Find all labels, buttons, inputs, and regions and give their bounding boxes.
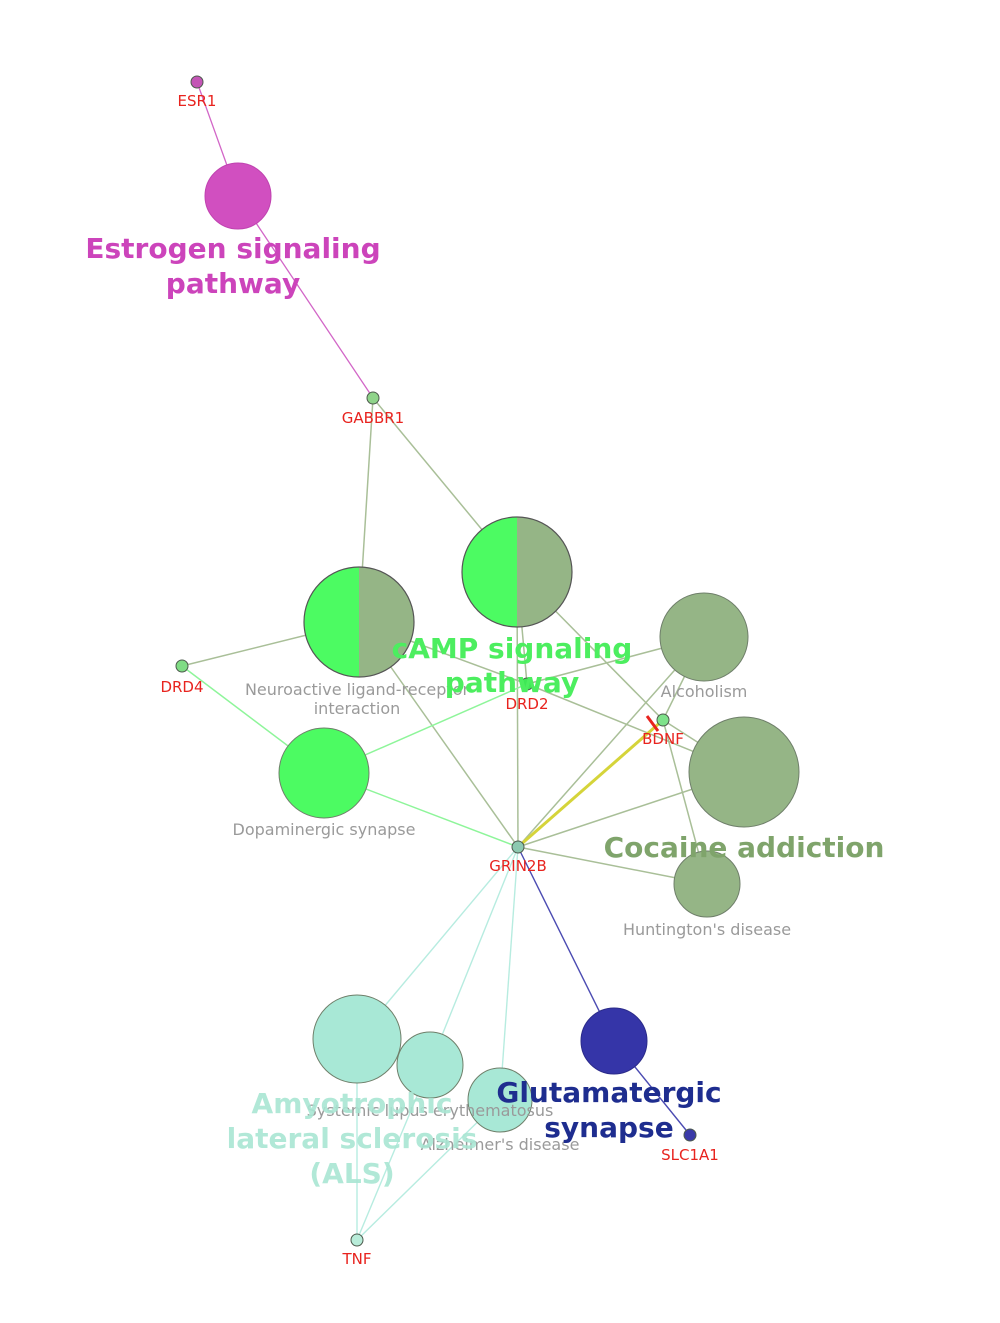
gene-label-slc1a1: SLC1A1 [661, 1146, 719, 1164]
gene-label-drd4: DRD4 [160, 678, 203, 696]
nodes-layer [175, 75, 800, 1247]
group-label-cocaine: Cocaine addiction [604, 831, 885, 864]
term-node-estrogen[interactable] [204, 162, 272, 230]
term-node-circle [673, 850, 741, 918]
term-node-circle [396, 1031, 464, 1099]
term-node-huntington[interactable] [673, 850, 741, 918]
gene-node-drd2[interactable] [520, 677, 534, 691]
gene-label-grin2b: GRIN2B [489, 857, 547, 875]
gene-label-drd2: DRD2 [505, 695, 548, 713]
term-node-neuroactive[interactable] [303, 566, 415, 678]
term-node-sle[interactable] [396, 1031, 464, 1099]
edge-alcoholism-grin2b [517, 636, 705, 848]
term-node-dopaminergic[interactable] [278, 727, 370, 819]
term-node-glutamatergic[interactable] [580, 1007, 648, 1075]
gene-node-drd4[interactable] [175, 659, 189, 673]
term-node-circle [278, 727, 370, 819]
term-node-als[interactable] [312, 994, 402, 1084]
term-node-circle [659, 592, 749, 682]
term-node-circle [580, 1007, 648, 1075]
edge-grin2b-glutamatergic [517, 846, 615, 1042]
edge-grin2b-sle [429, 846, 519, 1066]
gene-node-bdnf[interactable] [656, 713, 670, 727]
term-node-right-half [359, 567, 414, 677]
gene-label-tnf: TNF [341, 1250, 371, 1268]
term-node-alcoholism[interactable] [659, 592, 749, 682]
term-label-huntington: Huntington's disease [623, 920, 791, 939]
term-node-camp[interactable] [461, 516, 573, 628]
edge-bdnf-grin2b [517, 718, 664, 849]
term-label-alzheimer: Alzheimer's disease [421, 1135, 580, 1154]
term-node-outline [303, 566, 415, 678]
bdnf-highlight-mark [645, 715, 660, 732]
term-node-cocaine[interactable] [688, 716, 800, 828]
gene-label-esr1: ESR1 [178, 92, 217, 110]
term-label-dopaminergic: Dopaminergic synapse [233, 820, 416, 839]
gene-node-esr1[interactable] [190, 75, 204, 89]
term-node-left-half [462, 517, 517, 627]
gene-node-tnf[interactable] [350, 1233, 364, 1247]
gene-node-gabbr1[interactable] [366, 391, 380, 405]
term-node-circle [312, 994, 402, 1084]
term-node-left-half [304, 567, 359, 677]
gene-label-gabbr1: GABBR1 [342, 409, 404, 427]
edge-grin2b-alzheimer [499, 846, 519, 1101]
gene-node-slc1a1[interactable] [683, 1128, 697, 1142]
gene-label-bdnf: BDNF [642, 730, 684, 748]
term-node-circle [204, 162, 272, 230]
term-node-outline [461, 516, 573, 628]
term-node-circle [688, 716, 800, 828]
term-label-sle: Systemic lupus erythematosus [307, 1101, 554, 1120]
term-node-right-half [517, 517, 572, 627]
term-node-circle [467, 1067, 533, 1133]
edge-estrogen-gabbr1 [237, 195, 374, 399]
term-label-alcoholism: Alcoholism [661, 682, 748, 701]
edge-tnf-alzheimer [356, 1099, 501, 1241]
gene-node-grin2b[interactable] [511, 840, 525, 854]
term-node-alzheimer[interactable] [467, 1067, 533, 1133]
